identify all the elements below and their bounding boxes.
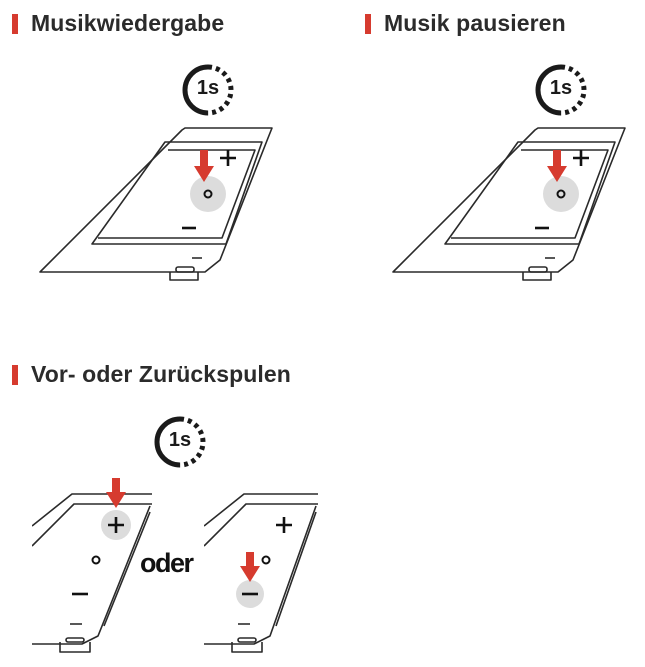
press-arrow-icon — [547, 150, 567, 182]
timer-icon: 1s — [180, 62, 236, 118]
heading-play-text: Musikwiedergabe — [31, 10, 225, 36]
press-highlight — [190, 176, 226, 212]
device-clip — [231, 642, 263, 653]
heading-marker — [12, 13, 18, 34]
timer-icon: 1s — [152, 414, 208, 470]
or-label: oder — [140, 548, 194, 578]
device-inner-panel — [444, 141, 616, 245]
heading-skip: Vor- oder Zurückspulen — [12, 361, 291, 388]
heading-skip-text: Vor- oder Zurückspulen — [31, 361, 291, 387]
press-arrow-icon — [194, 150, 214, 182]
device-figure-pause — [392, 127, 626, 281]
plus-symbol — [220, 150, 236, 166]
press-arrow-icon — [240, 552, 260, 582]
plus-symbol — [108, 517, 124, 533]
device-figure-forward — [32, 478, 152, 653]
device-figure-play — [39, 127, 273, 281]
heading-play: Musikwiedergabe — [12, 10, 224, 37]
device-clip — [169, 272, 199, 281]
device-clip — [522, 272, 552, 281]
device-inner-panel — [91, 141, 263, 245]
timer-label: 1s — [168, 429, 192, 451]
device-clip — [59, 642, 91, 653]
timer-label: 1s — [196, 77, 220, 99]
heading-pause-text: Musik pausieren — [384, 10, 566, 36]
device-figure-rewind — [204, 493, 318, 653]
timer-label: 1s — [549, 77, 573, 99]
center-dot-symbol — [261, 555, 271, 565]
device-outer-shell — [39, 127, 273, 273]
heading-pause: Musik pausieren — [365, 10, 566, 37]
heading-marker — [365, 13, 371, 34]
press-highlight — [543, 176, 579, 212]
press-arrow-icon — [106, 478, 126, 508]
timer-icon: 1s — [533, 62, 589, 118]
plus-symbol — [573, 150, 589, 166]
center-dot-symbol — [203, 189, 213, 199]
device-outer-shell — [392, 127, 626, 273]
device-outer-shell — [32, 493, 152, 547]
heading-marker — [12, 364, 18, 385]
device-outer-shell — [204, 493, 318, 547]
center-dot-symbol — [556, 189, 566, 199]
center-dot-symbol — [91, 555, 101, 565]
plus-symbol — [276, 517, 292, 533]
